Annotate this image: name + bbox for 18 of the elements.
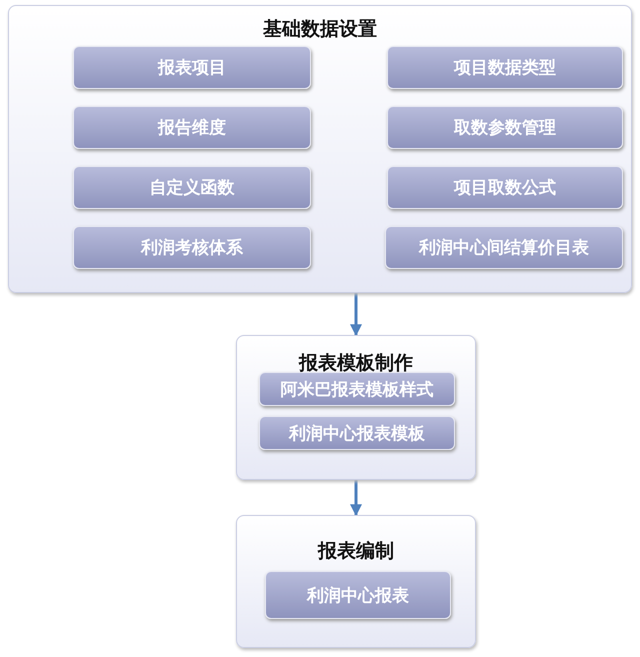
- item-box: 自定义函数: [73, 166, 311, 209]
- group-panel: [8, 5, 632, 293]
- item-box: 报表项目: [73, 46, 311, 89]
- item-box: 项目取数公式: [387, 166, 623, 209]
- item-box: 项目数据类型: [387, 46, 623, 89]
- item-box: 阿米巴报表模板样式: [259, 372, 455, 406]
- group-panel: [236, 335, 476, 480]
- group-title: 基础数据设置: [262, 17, 378, 42]
- item-box: 利润中心报表: [265, 571, 451, 619]
- arrow: [350, 293, 362, 336]
- item-box: 利润中心间结算价目表: [385, 226, 623, 269]
- group-title: 报表编制: [316, 539, 395, 564]
- item-box: 利润考核体系: [73, 226, 311, 269]
- group-panel: [236, 515, 476, 648]
- item-box: 报告维度: [73, 106, 311, 149]
- item-box: 利润中心报表模板: [259, 416, 455, 450]
- arrow: [350, 480, 362, 516]
- item-box: 取数参数管理: [387, 106, 623, 149]
